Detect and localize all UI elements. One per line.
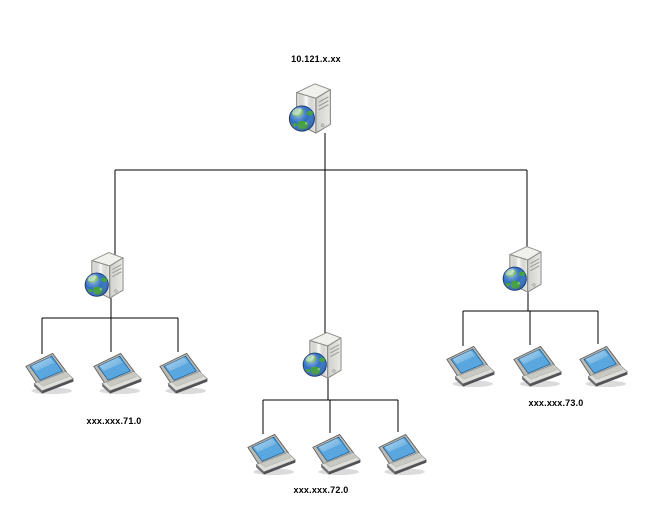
subnet-71-ip-label: xxx.xxx.71.0 [86, 416, 142, 426]
laptop-icon [159, 352, 208, 395]
subnet-server-icon [302, 332, 342, 379]
laptop-icon [247, 433, 296, 476]
laptop-icon [93, 352, 142, 395]
root-ip-label: 10.121.x.xx [291, 54, 341, 64]
subnet-72-ip-label: xxx.xxx.72.0 [293, 485, 349, 495]
laptop-icon [513, 345, 562, 388]
subnet-group-71 [25, 252, 208, 395]
subnet-group-72 [247, 332, 427, 476]
laptop-icon [312, 433, 361, 476]
subnet-group-73 [446, 246, 628, 388]
subnet-server-icon [502, 246, 542, 293]
subnet-server-icon [84, 252, 124, 299]
root-internet-server-icon [288, 83, 331, 134]
laptop-icon [378, 433, 427, 476]
connector-lines [41, 133, 599, 434]
laptop-icon [579, 345, 628, 388]
subnet-73-ip-label: xxx.xxx.73.0 [528, 398, 584, 408]
laptop-icon [25, 352, 74, 395]
laptop-icon [446, 345, 495, 388]
